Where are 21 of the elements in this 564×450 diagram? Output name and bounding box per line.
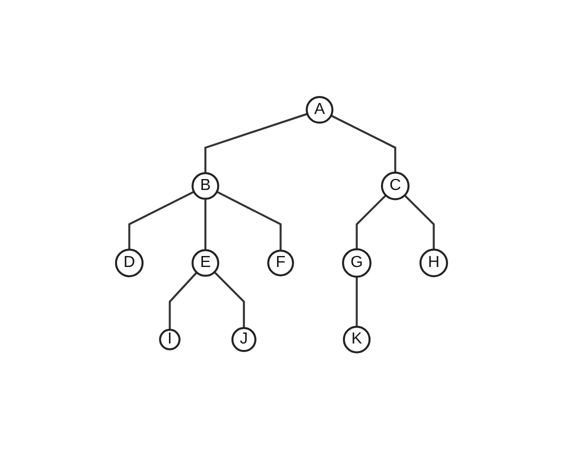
node-circle: C <box>381 172 410 201</box>
node-circle: J <box>232 327 257 352</box>
connector <box>331 115 397 173</box>
node-circle: K <box>343 326 372 354</box>
node-circle: G <box>342 248 372 278</box>
connector <box>216 191 282 251</box>
node-circle: F <box>268 250 294 277</box>
node-circle: H <box>420 249 449 278</box>
node-circle: B <box>192 172 220 200</box>
node-circle: D <box>115 249 144 278</box>
connector <box>404 194 436 250</box>
connector <box>169 272 198 330</box>
connector <box>128 191 195 250</box>
connector <box>214 272 246 328</box>
connector <box>356 277 358 327</box>
node-circle: A <box>306 96 334 124</box>
connector <box>204 199 207 250</box>
connector <box>204 113 308 174</box>
node-circle: I <box>160 329 181 351</box>
node-circle: E <box>192 249 220 278</box>
connector <box>356 194 388 250</box>
